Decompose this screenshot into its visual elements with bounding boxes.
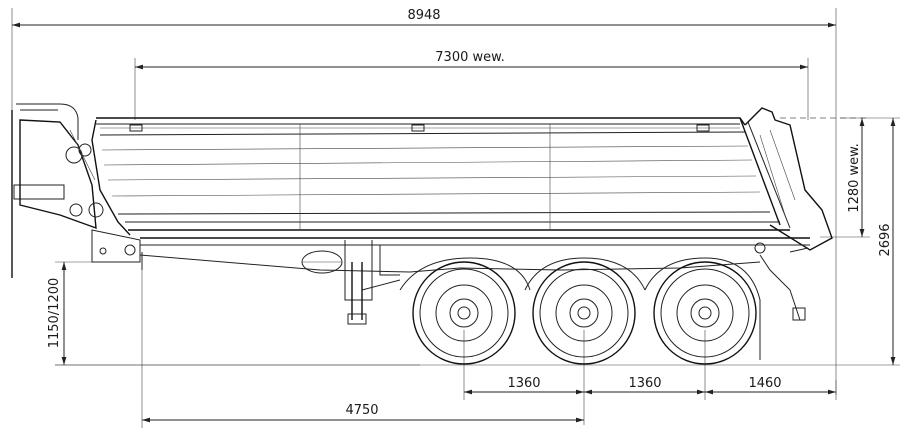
overall-length-label: 8948 — [407, 8, 440, 23]
dimension-overall-height: 2696 — [840, 117, 900, 366]
dimension-overall-length: 8948 — [11, 8, 837, 395]
axle-spacing-2-label: 1360 — [628, 376, 661, 391]
chassis-frame — [139, 237, 810, 360]
kingpin-to-axle-label: 4750 — [345, 403, 378, 418]
body-inner-length-label: 7300 wew. — [435, 50, 504, 65]
body-inner-height-label: 1280 wew. — [847, 143, 862, 212]
wheel-axle-1 — [412, 261, 516, 365]
wheel-axle-3 — [653, 261, 757, 365]
tipper-body — [91, 107, 833, 251]
coupling-height-label: 1150/1200 — [47, 278, 62, 349]
rear-overhang-label: 1460 — [748, 376, 781, 391]
dimension-body-inner-length: 7300 wew. — [134, 50, 809, 120]
overall-height-label: 2696 — [878, 223, 893, 256]
dimension-body-inner-height: 1280 wew. — [780, 117, 870, 238]
dimension-kingpin-to-axle: 4750 — [141, 262, 584, 428]
dimension-axle-spacing: 1360 1360 1460 — [463, 330, 837, 425]
wheel-axle-2 — [532, 261, 636, 365]
axle-spacing-1-label: 1360 — [507, 376, 540, 391]
axle-wheels — [412, 261, 757, 365]
front-hydraulic-tower — [11, 103, 143, 278]
